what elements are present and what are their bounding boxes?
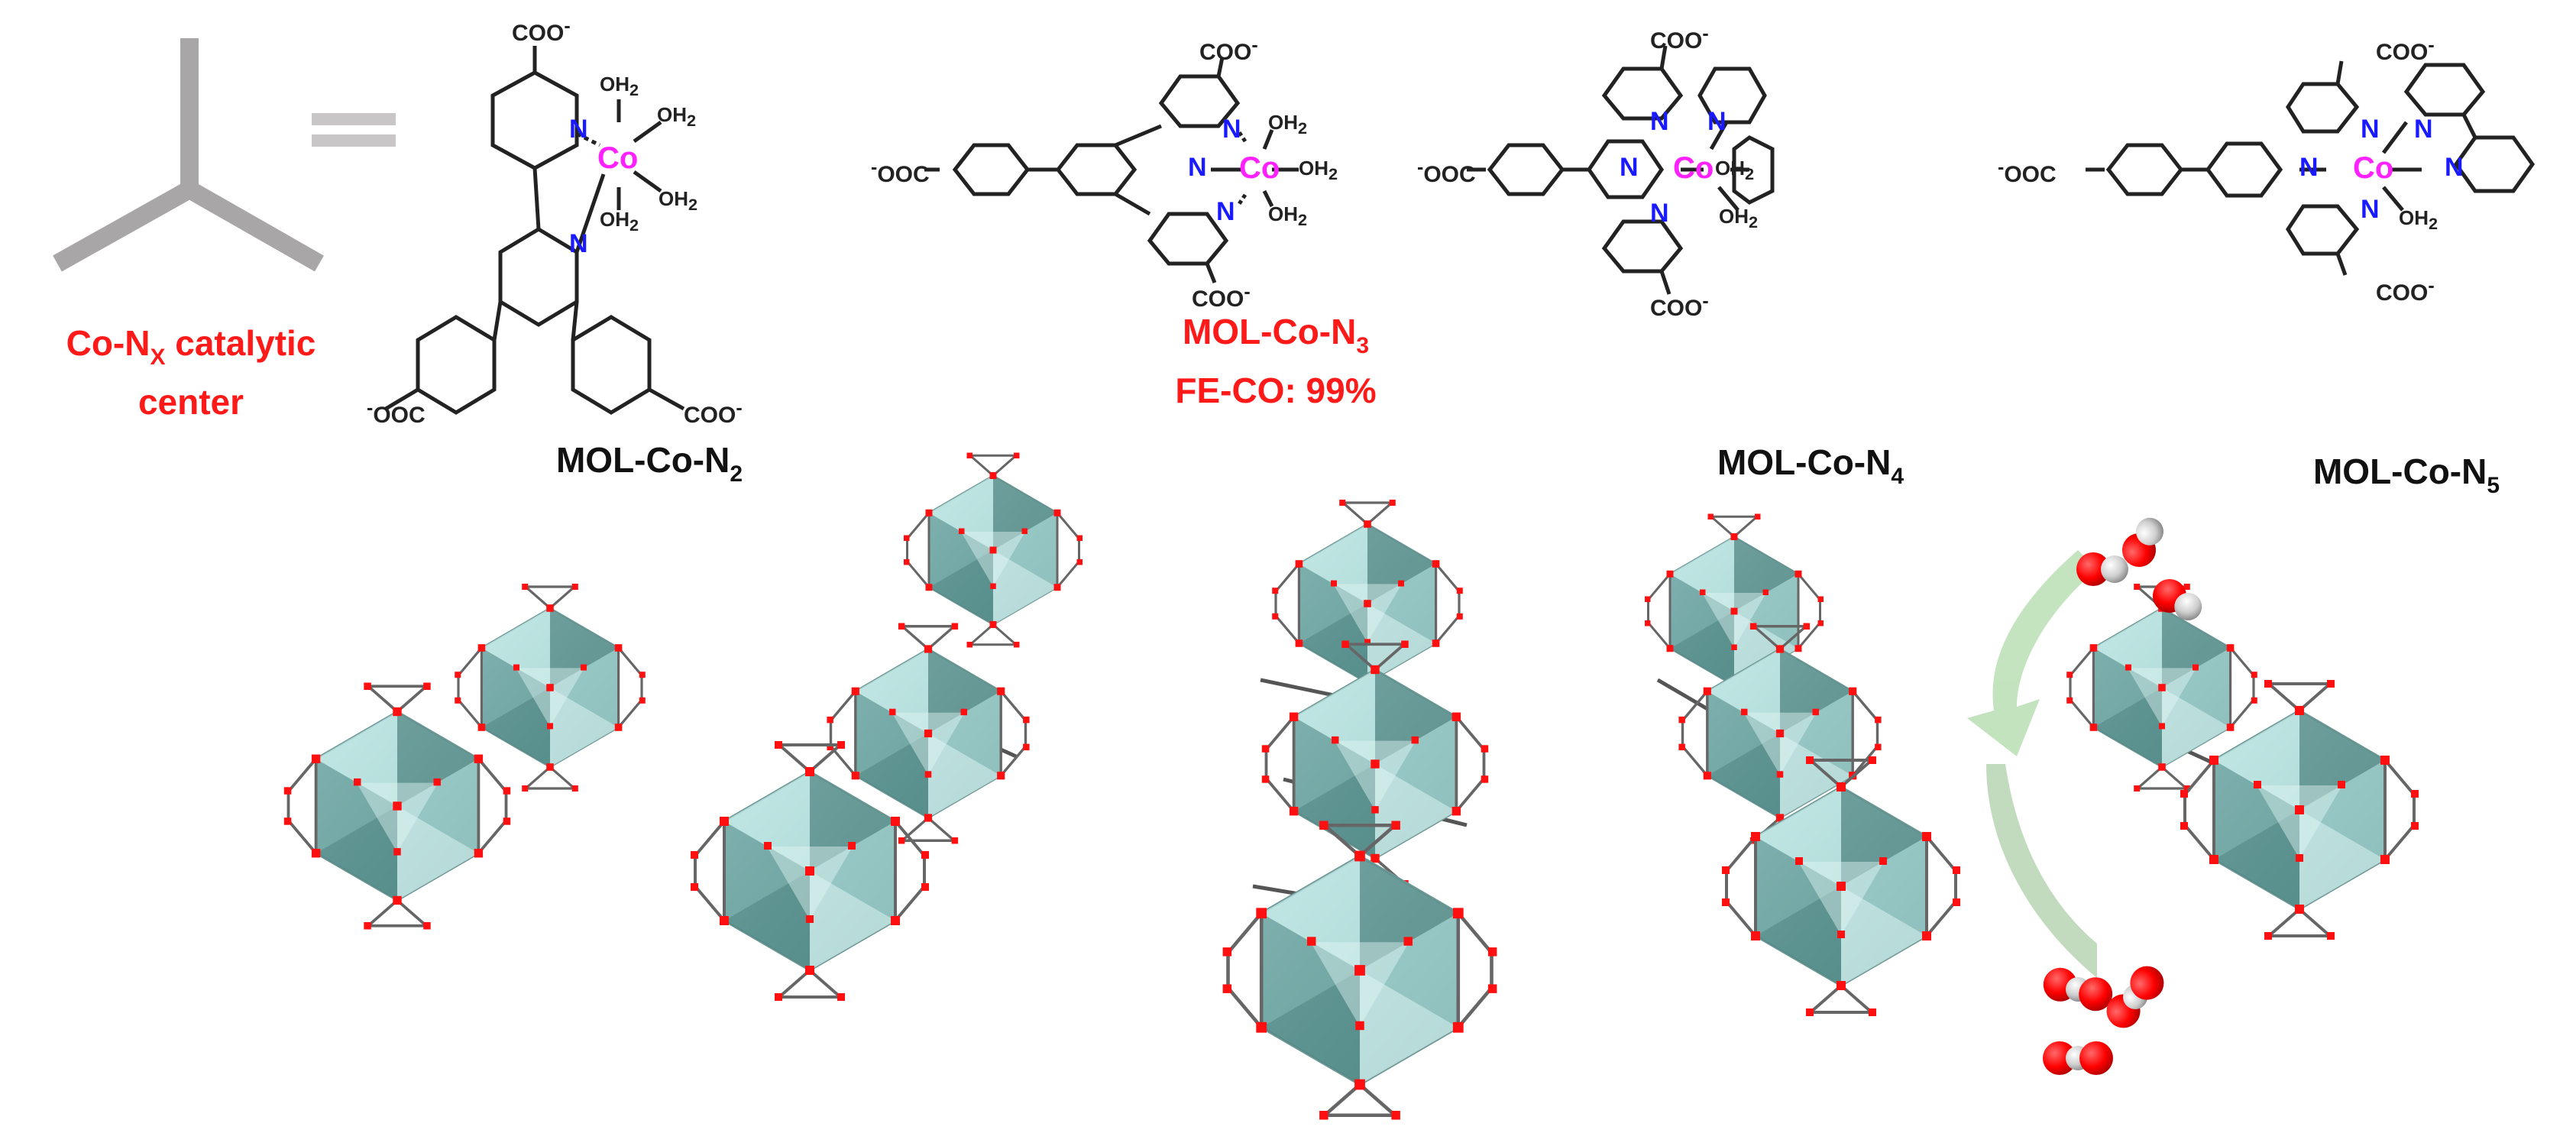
nitrogen-label: N [2361,115,2380,144]
catalytic-center-label: Co-NX catalytic center [66,323,316,422]
structure-mol-co-n2 [384,46,685,415]
nitrogen-label: N [569,115,588,144]
structure-mol-co-n4 [1467,45,1775,295]
aqua-ligand-label: OH2 [600,73,639,100]
faradaic-efficiency-label: FE-CO: 99% [1175,371,1377,410]
cobalt-label: Co [597,141,639,175]
carboxylate-label: -OOC [871,157,930,187]
aqua-ligand-label: OH2 [1299,157,1338,184]
carboxylate-label: -OOC [1998,157,2057,187]
carboxylate-label: COO- [2376,275,2435,306]
co-molecules [2076,517,2202,620]
nitrogen-label: N [2445,153,2464,182]
aqua-ligand-label: OH2 [1719,205,1759,232]
curved-green-arrow-icon [1967,550,2097,978]
tripod-linker-icon [53,38,324,272]
nitrogen-label: N [1188,153,1207,182]
cobalt-label: Co [2353,151,2394,185]
lattice-clusters [282,452,2420,1120]
co2-molecules [2043,966,2164,1075]
equals-icon [312,113,396,147]
carboxylate-label: COO- [684,397,743,428]
aqua-ligand-label: OH2 [1268,111,1308,138]
aqua-ligand-label: OH2 [657,103,697,131]
nitrogen-label: N [1707,107,1727,136]
carboxylate-label: COO- [1650,290,1709,321]
structure-label-mol-co-n3: MOL-Co-N3 FE-CO: 99% [1146,309,1406,413]
carboxylate-label: COO- [1650,23,1709,53]
structure-label-mol-co-n5: MOL-Co-N5 [2312,452,2500,498]
nitrogen-label: N [569,229,588,258]
cobalt-label: Co [1673,151,1714,185]
structure-mol-co-n5 [2086,60,2536,276]
nitrogen-label: N [1216,197,1235,226]
nitrogen-label: N [1650,199,1669,228]
aqua-ligand-label: OH2 [659,187,698,215]
structure-mol-co-n3 [924,57,1299,283]
nitrogen-label: N [2361,195,2380,224]
nitrogen-label: N [1222,115,1241,144]
carboxylate-label: COO- [1192,281,1251,312]
cobalt-label: Co [1239,151,1280,185]
aqua-ligand-label: OH2 [2399,206,2438,234]
nitrogen-label: N [1650,107,1669,136]
structure-label-mol-co-n2: MOL-Co-N2 [555,440,743,487]
aqua-ligand-label: OH2 [1715,157,1755,184]
carboxylate-label: COO- [512,15,571,46]
nitrogen-label: N [1620,153,1639,182]
carboxylate-label: -OOC [1417,157,1476,187]
nitrogen-label: N [2414,115,2433,144]
nitrogen-label: N [2299,153,2319,182]
aqua-ligand-label: OH2 [1268,202,1308,230]
structure-label-mol-co-n4: MOL-Co-N4 [1717,442,1904,489]
carboxylate-label: COO- [2376,34,2435,65]
aqua-ligand-label: OH2 [600,208,639,235]
carboxylate-label: -OOC [367,397,426,428]
carboxylate-label: COO- [1199,34,1258,65]
